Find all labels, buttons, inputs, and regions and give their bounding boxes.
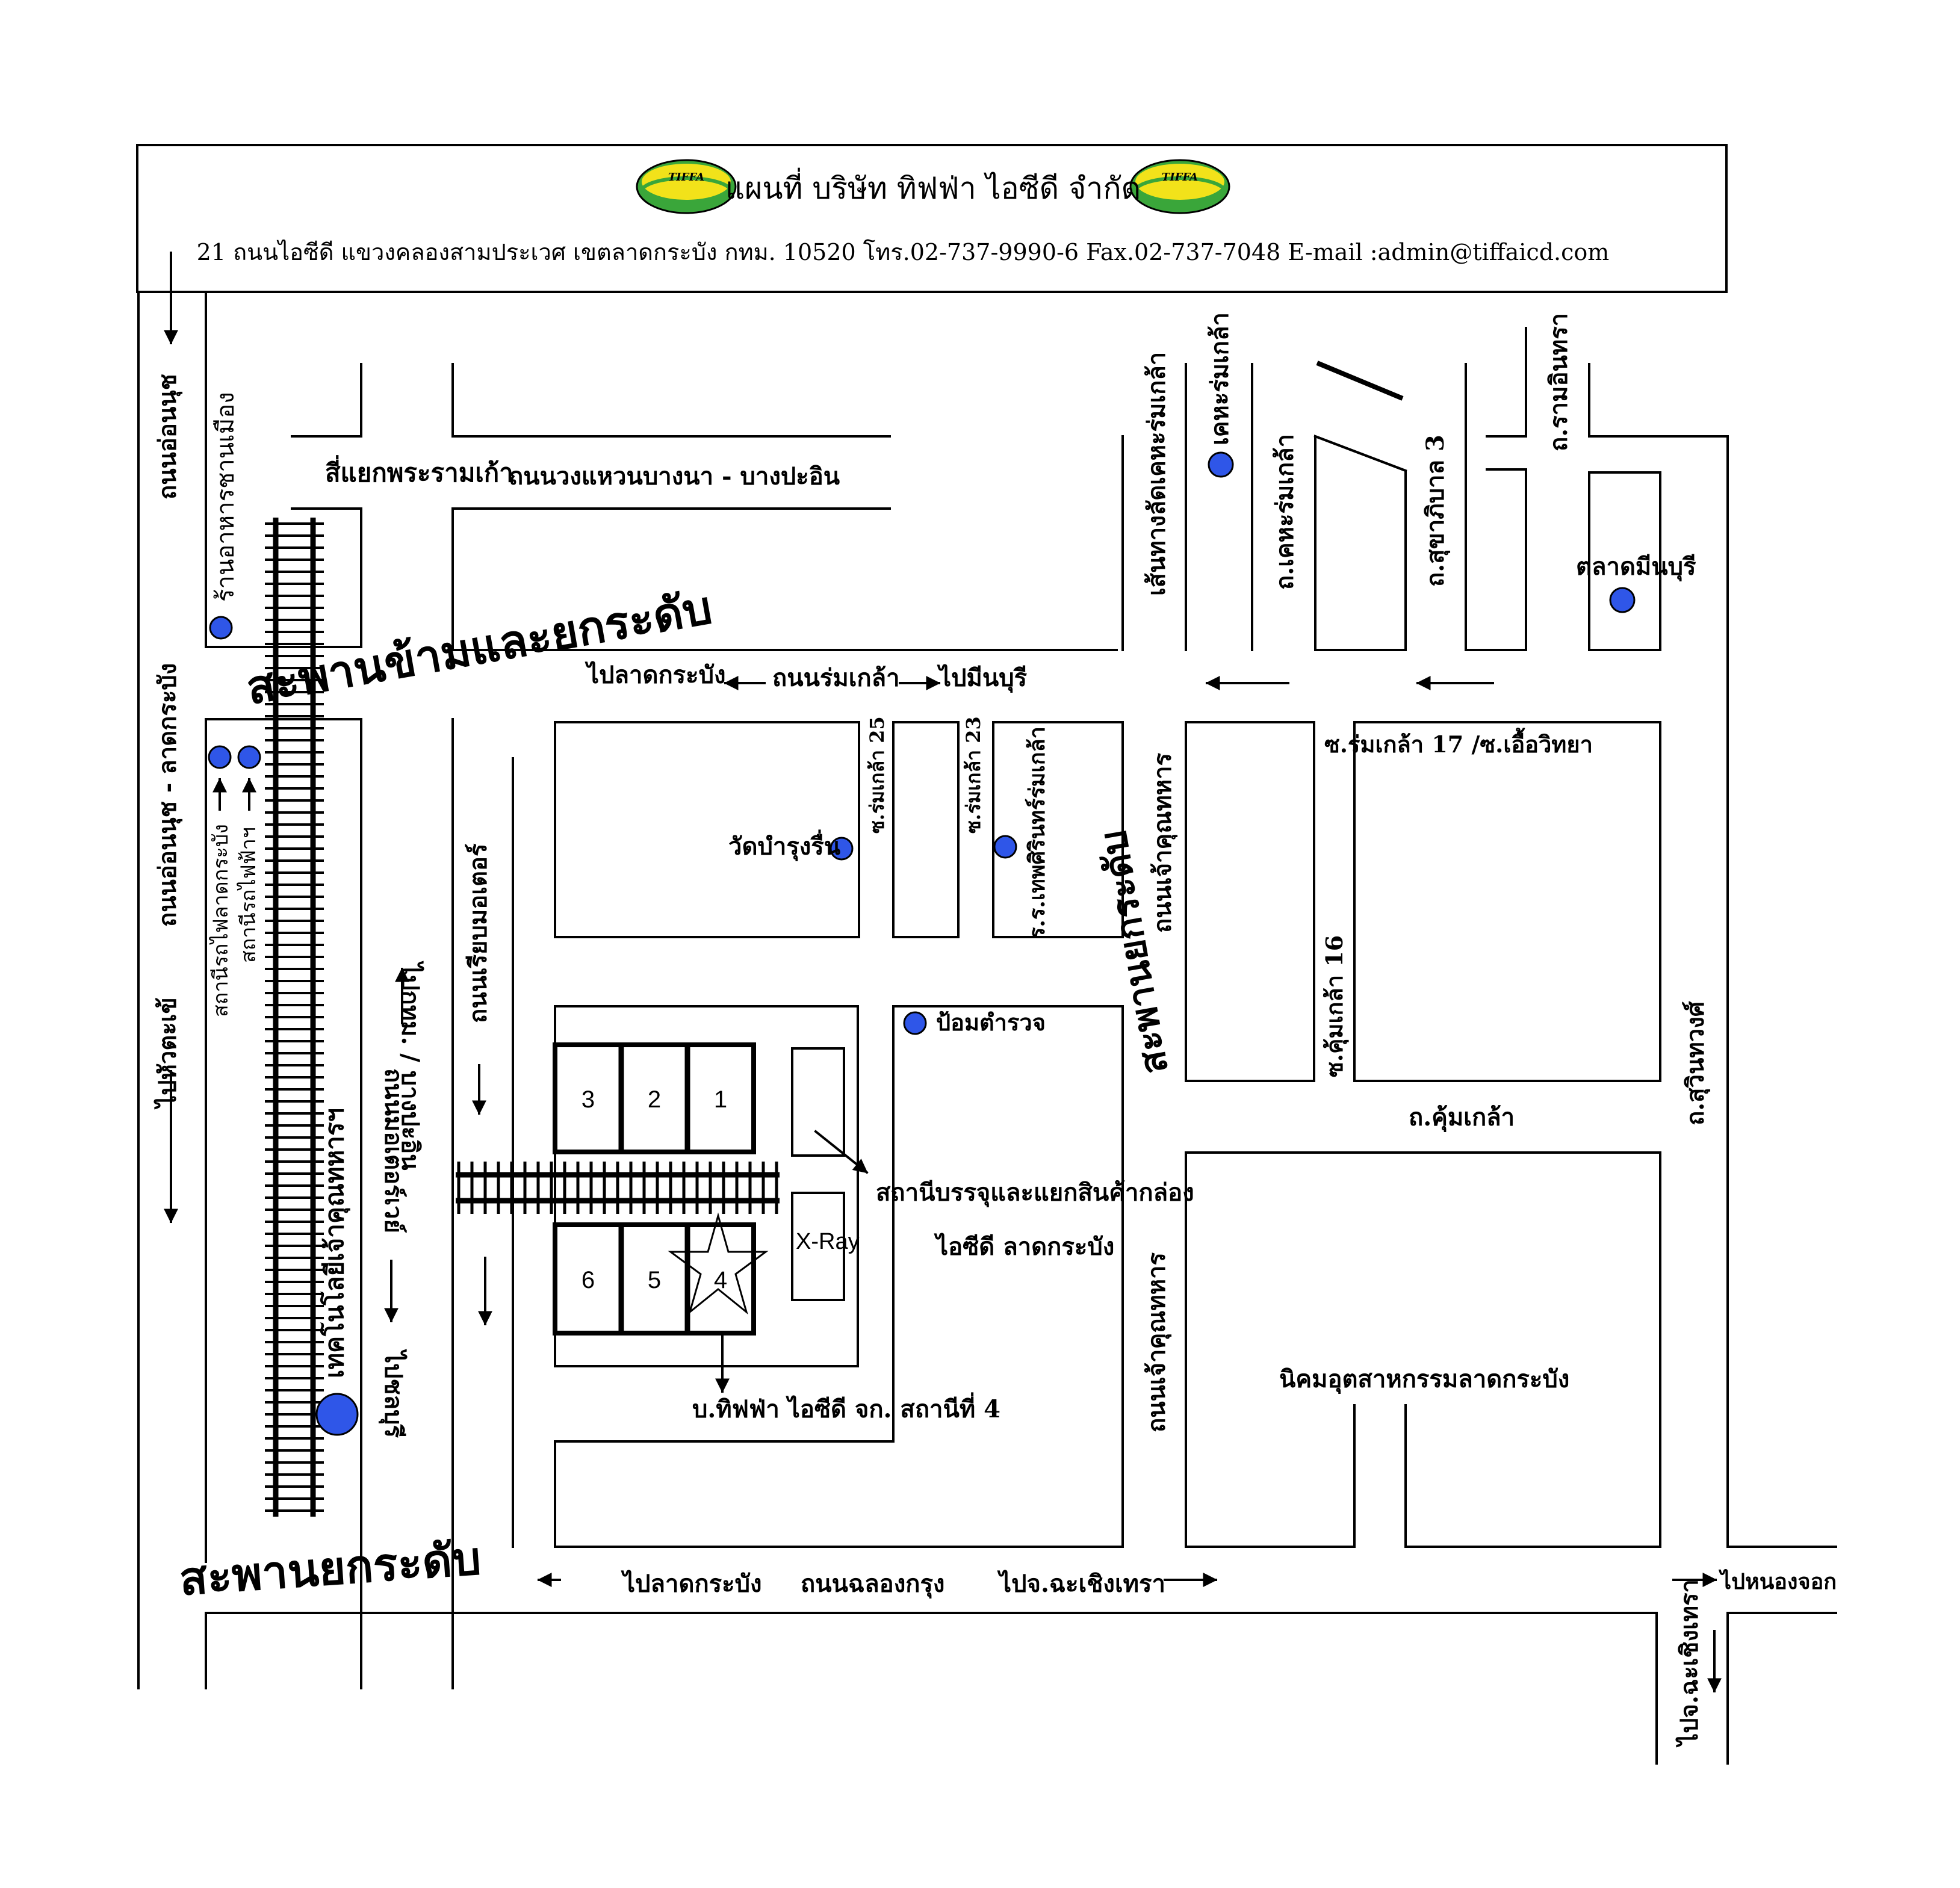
poi-kmitl [315,1393,359,1436]
junction-label-phra-ram-kao: สี่แยกพระรามเก้า [325,455,513,487]
map-title: แผนที่ บริษัท ทิฟฟ่า ไอซีดี จำกัด [725,168,1141,206]
road-label-motorway-parallel: ถนนเรียบมอเตอร์ [464,843,492,1023]
poi-restaurant [209,616,233,640]
place-label-minburi-market: ตลาดมีนบุรี [1576,552,1696,582]
star-marker [668,1212,769,1315]
poi-school [993,835,1017,859]
road-label-chao-khun-south: ถนนเจ้าคุณทหาร [1143,1252,1172,1432]
place-label-school: ร.ร.เทพศิรินทร์ร่มเกล้า [1025,726,1050,939]
road-label-kheha-road: ถ.เคหะร่มเกล้า [1271,434,1299,590]
poi-kheha-housing [1208,451,1234,478]
road-label-to-lat-krabang-south: ไปลาดกระบัง [621,1570,762,1598]
road-label-to-hua-takhe: ไปหัวตะเข้ [154,997,182,1110]
road-label-to-chachoengsao-south: ไปจ.ฉะเชิงเทรา [1675,1579,1704,1748]
bridge-label-elevated-south: สะพานยกระดับ [178,1531,483,1606]
place-label-restaurant: ร้านอาหารชานเมือง [212,392,240,602]
road-label-romklao-to-lat-krabang: ไปลาดกระบัง [585,661,726,689]
station-buildings-bottom [553,1222,756,1336]
road-label-suwinthawong: ถ.สุวินทวงศ์ [1681,1001,1711,1125]
block-wat [554,721,860,938]
railway-terminal-ties [457,1162,778,1214]
road-label-romklao: ถนนร่มเกล้า [772,664,900,692]
road-label-soi-16: ซ.คุ้มเกล้า 16 [1321,935,1349,1077]
station-4: 4 [714,1267,727,1293]
building-small [791,1047,845,1157]
road-label-soi-23: ซ.ร่มเกล้า 23 [962,716,985,834]
block-diagonal [1314,435,1407,651]
block-east-large [1353,721,1661,1082]
place-label-tiffa-station: บ.ทิฟฟ่า ไอซีดี จก. สถานีที่ 4 [692,1392,1000,1423]
railway-west [265,518,324,1517]
block-minburi-market [1588,471,1661,651]
company-address: 21 ถนนไอซีดี แขวงคลองสามประเวศ เขตลาดกระ… [197,239,1610,265]
road-label-soi-17: ซ.ร่มเกล้า 17 /ซ.เอื้อวิทยา [1324,728,1593,758]
poi-minburi-market [1609,587,1636,613]
place-label-kmitl: เทคโนโลยีเจ้าคุณทหารฯ [320,1108,350,1378]
poi-airport-rail [237,745,261,769]
place-label-icd-terminal-2: ไอซีดี ลาดกระบัง [934,1233,1114,1261]
building-xray [791,1192,845,1301]
road-label-outer-ring: ถนนวงแหวนบางนา - บางปะอิน [509,462,840,491]
road-label-to-chachoengsao: ไปจ.ฉะเชิงเทรา [997,1570,1165,1598]
diagonal-road-segment [1316,361,1404,401]
road-label-on-nut: ถนนอ่อนนุช [154,374,183,500]
road-label-ram-inthra: ถ.รามอินทรา [1545,313,1573,451]
poi-wat [830,837,854,861]
block-east-narrow [1185,721,1315,1082]
header-box [136,144,1728,293]
road-label-romklao-to-minburi: ไปมีนบุรี [937,664,1028,693]
place-label-police-box: ป้อมตำรวจ [936,1009,1046,1036]
block-narrow [892,721,960,938]
logo-right: TIFFA [1129,159,1230,214]
place-label-industrial-estate: นิคมอุตสาหกรรมลาดกระบัง [1279,1365,1569,1394]
road-label-soi-25: ซ.ร่มเกล้า 25 [866,716,889,834]
station-buildings-top [553,1042,756,1154]
road-label-to-chonburi: ไปชลบุรี [378,1349,408,1438]
logo-text: TIFFA [1162,171,1198,184]
station-5: 5 [648,1267,661,1293]
place-label-wat: วัดบำรุงรื่น [728,829,840,862]
xray-label: X-Ray [796,1229,860,1254]
station-3: 3 [581,1086,595,1113]
poi-lat-krabang-station [208,745,232,769]
road-label-to-bangkok: ไปกทม. / บางปะอิน [396,961,424,1170]
road-label-kheha-route: เส้นทางลัดเคหะร่มเกล้า [1143,352,1171,596]
road-label-motorway-west: ถนนมอเตอร์เวย์ [379,1068,408,1233]
station-1: 1 [714,1086,727,1113]
logo-text: TIFFA [668,171,704,184]
road-label-chao-khun-north: ถนนเจ้าคุณทหาร [1149,752,1178,933]
station-6: 6 [581,1267,595,1293]
road-label-chalong-krung: ถนนฉลองกรุง [801,1570,944,1599]
poi-police-box [903,1011,927,1035]
station-2: 2 [648,1086,661,1113]
road-label-on-nut-lat-krabang: ถนนอ่อนนุช - ลาดกระบัง [154,663,183,927]
road-label-khum-klao: ถ.คุ้มเกล้า [1409,1103,1515,1133]
place-label-kheha-housing: เคหะร่มเกล้า [1206,312,1234,445]
road-label-sukhaphiban-3: ถ.สุขาภิบาล 3 [1421,435,1451,587]
road-label-to-nong-chok: ไปหนองจอก [1718,1568,1837,1594]
place-label-icd-terminal-1: สถานีบรรจุและแยกสินค้ากล่อง [876,1178,1194,1208]
place-label-lat-krabang-station: สถานีรถไฟลาดกระบัง [209,824,233,1017]
place-label-airport-rail: สถานีรถไฟฟ้าฯ [237,827,261,963]
logo-left: TIFFA [636,159,737,214]
